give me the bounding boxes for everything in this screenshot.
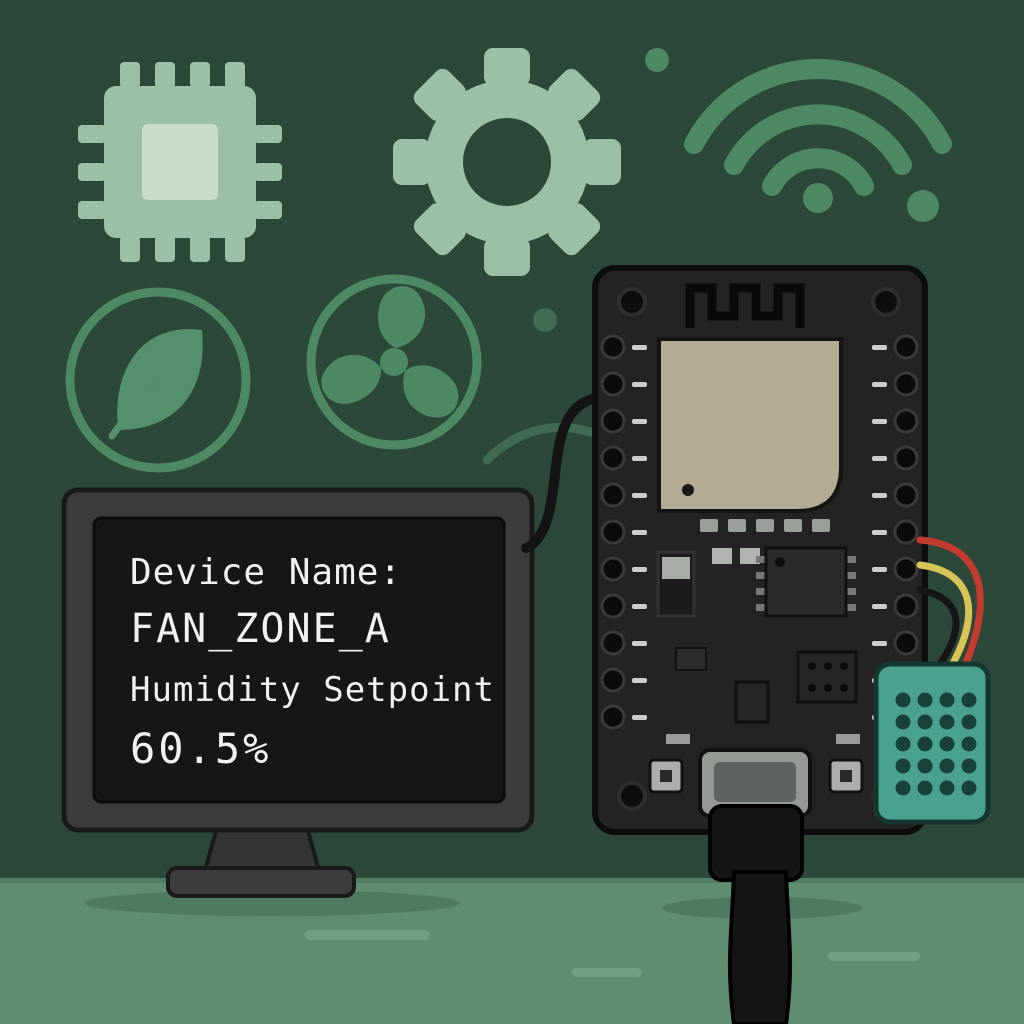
- boot-button: [648, 758, 684, 794]
- cable-run: [727, 870, 793, 1024]
- antenna-trace: [685, 283, 805, 328]
- en-button: [828, 758, 864, 794]
- dot-decoration: [533, 308, 557, 332]
- smd-pad: [666, 734, 690, 744]
- monitor-screen: [92, 516, 506, 804]
- mount-hole: [871, 287, 901, 317]
- regulator-tab: [662, 557, 690, 579]
- table-mark: [572, 968, 642, 977]
- wire-black: [916, 586, 960, 676]
- gear-icon: [393, 48, 621, 276]
- curve-decoration: [482, 423, 607, 465]
- monitor: [61, 487, 535, 898]
- monitor-stand-base: [166, 866, 356, 898]
- usb-cable: [708, 804, 804, 1024]
- smd-component: [734, 680, 770, 724]
- table-edge: [0, 878, 1024, 883]
- components: [648, 546, 864, 794]
- ic-dotted: [796, 650, 858, 704]
- wifi-icon: [684, 59, 952, 213]
- capacitor: [740, 548, 760, 564]
- capacitor: [712, 548, 732, 564]
- mount-hole: [617, 287, 647, 317]
- dot-decoration: [907, 190, 939, 222]
- monitor-cable: [521, 391, 609, 553]
- sensor-grid-holes: [895, 692, 977, 796]
- sensor-wires: [916, 536, 984, 676]
- ic-chip: [756, 546, 856, 618]
- chip-icon: [78, 62, 282, 262]
- shield-dot: [682, 484, 694, 496]
- smd-pad: [836, 734, 860, 744]
- smd-component: [675, 647, 707, 671]
- esp32-board: [592, 265, 928, 835]
- table-mark: [828, 952, 920, 961]
- wire-yellow: [916, 561, 973, 676]
- rf-shield: [657, 337, 843, 513]
- leaf-icon: [65, 287, 251, 473]
- smd-pads: [700, 519, 830, 532]
- fan-icon: [306, 274, 482, 450]
- dht-sensor: [873, 661, 991, 825]
- table-mark: [305, 930, 430, 940]
- mount-hole: [617, 781, 647, 811]
- wire-red: [916, 536, 984, 676]
- usb-plug: [708, 804, 804, 882]
- dot-decoration: [645, 48, 669, 72]
